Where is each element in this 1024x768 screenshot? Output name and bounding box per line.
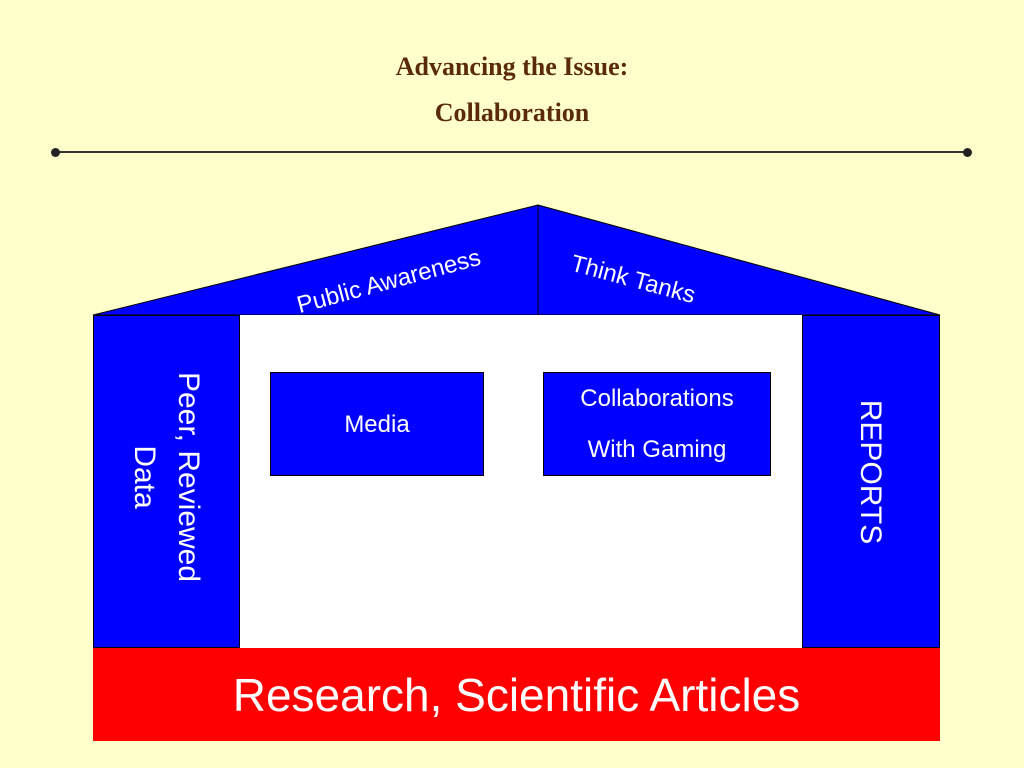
media-box: Media [270, 372, 484, 476]
collaborations-box-line-2: With Gaming [587, 436, 727, 463]
pillar-left-line-1: Peer, Reviewed [172, 371, 205, 583]
foundation-base: Research, Scientific Articles [93, 648, 940, 741]
pillar-right-label: REPORTS [854, 399, 887, 545]
title-line-2: Collaboration [434, 98, 590, 127]
pillar-right [802, 315, 940, 648]
media-box-label: Media [344, 411, 410, 438]
pillar-left [93, 315, 240, 648]
collaborations-box-line-1: Collaborations [580, 385, 734, 412]
pillar-left-label: Peer, Reviewed Data [122, 372, 210, 582]
divider-end-dot-right [963, 148, 972, 157]
pillar-left-line-2: Data [128, 445, 161, 509]
house-interior [240, 315, 802, 648]
divider-end-dot-left [51, 148, 60, 157]
title-divider [56, 151, 968, 153]
foundation-base-label: Research, Scientific Articles [232, 669, 801, 721]
title-line-1: Advancing the Issue: [395, 52, 629, 81]
collaborations-box: Collaborations With Gaming [543, 372, 771, 476]
